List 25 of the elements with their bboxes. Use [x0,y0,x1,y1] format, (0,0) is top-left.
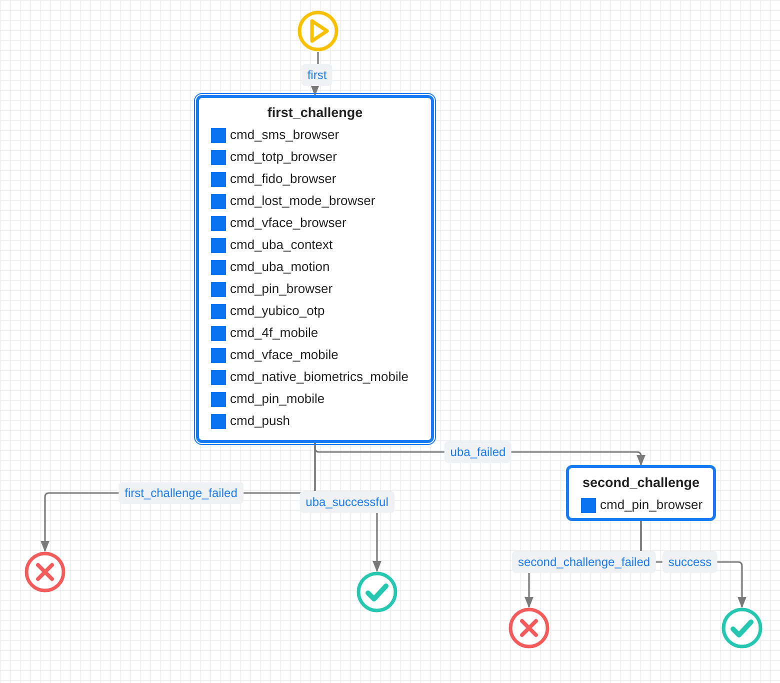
edge-label: success [662,551,718,573]
command-name: cmd_pin_browser [230,280,333,298]
edge-label: first [301,64,333,86]
command-name: cmd_pin_browser [600,496,703,514]
command-name: cmd_totp_browser [230,148,337,166]
command-name: cmd_uba_context [230,236,333,254]
command-name: cmd_pin_mobile [230,390,325,408]
state-title: second_challenge [582,474,700,492]
command-name: cmd_lost_mode_browser [230,192,376,210]
command-name: cmd_native_biometrics_mobile [230,368,408,386]
state-box [566,465,716,521]
command-name: cmd_sms_browser [230,126,340,144]
command-name: cmd_4f_mobile [230,324,318,342]
state-box [196,95,434,443]
command-name: cmd_uba_motion [230,258,330,276]
edge-label: second_challenge_failed [512,551,656,573]
command-name: cmd_yubico_otp [230,302,325,320]
edge-label: uba_successful [300,491,394,513]
edge-label: uba_failed [444,441,512,463]
command-name: cmd_push [230,412,290,430]
edge-label: first_challenge_failed [118,482,244,504]
state-title: first_challenge [267,104,363,122]
command-name: cmd_vface_browser [230,214,346,232]
command-name: cmd_vface_mobile [230,346,338,364]
command-name: cmd_fido_browser [230,170,336,188]
